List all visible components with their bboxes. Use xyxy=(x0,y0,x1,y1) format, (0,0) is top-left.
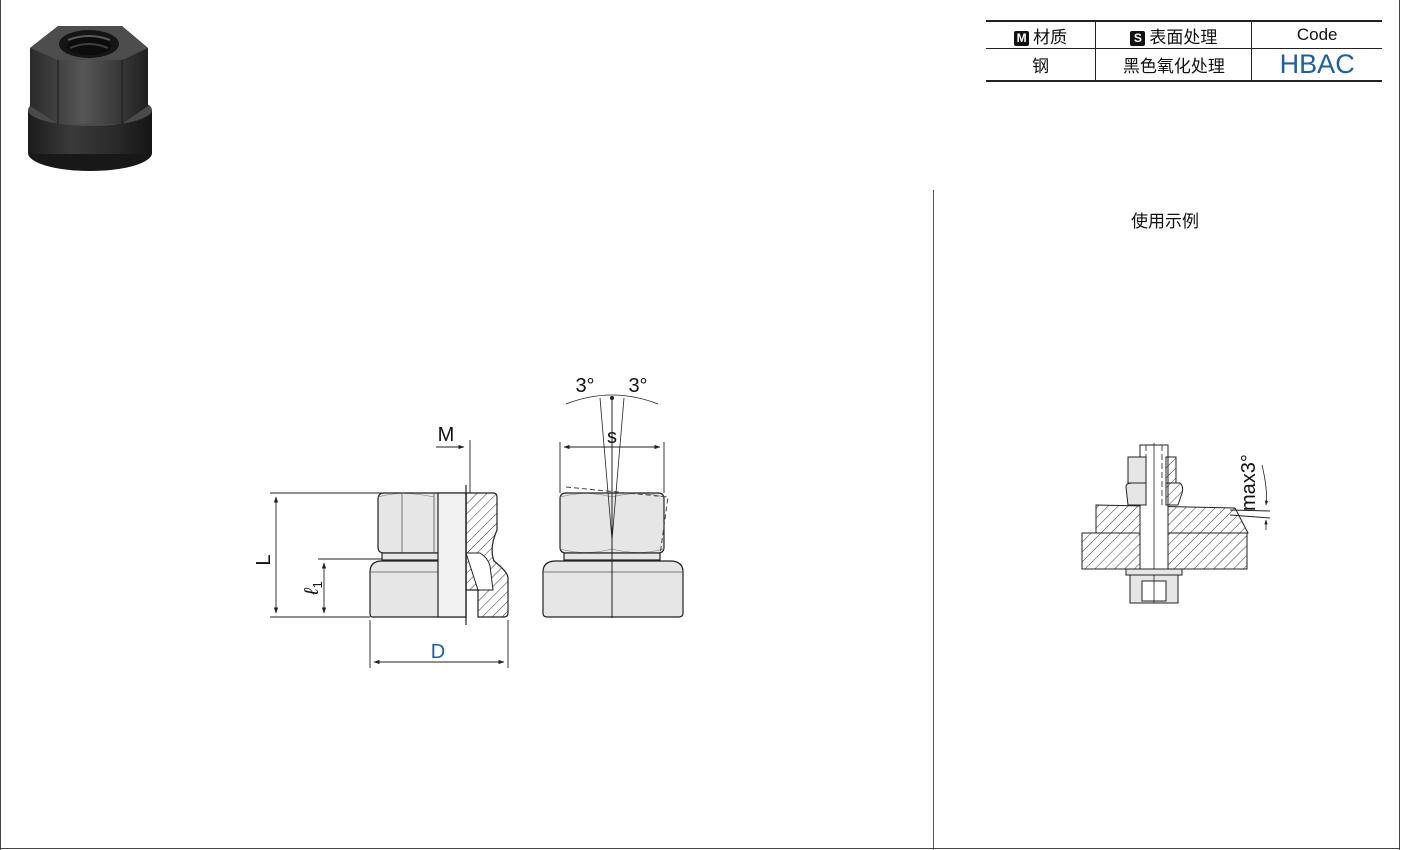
dimension-lines xyxy=(270,440,665,668)
code-value: HBAC xyxy=(1251,48,1382,82)
technical-drawing: L ℓ1 D M s 3° 3° xyxy=(253,375,684,668)
dim-label-l1-main: ℓ xyxy=(301,587,323,596)
code-value-text: HBAC xyxy=(1279,49,1355,79)
dim-label-l1: ℓ1 xyxy=(301,581,325,596)
dim-label-l1-sub: 1 xyxy=(310,581,325,588)
dim-label-L: L xyxy=(253,554,275,565)
material-value: 钢 xyxy=(986,48,1096,82)
nut-outside-view xyxy=(542,394,684,618)
usage-angle-label: max3° xyxy=(1238,454,1260,511)
material-header-label: 材质 xyxy=(1033,27,1068,47)
surface-value: 黑色氧化处理 xyxy=(1095,48,1252,82)
frame-bottom xyxy=(0,848,1400,849)
frame-left xyxy=(0,0,1,850)
usage-example-title: 使用示例 xyxy=(1131,212,1199,231)
code-header: Code xyxy=(1251,20,1382,49)
material-badge-icon: M xyxy=(1014,30,1030,46)
nut-half-section-view xyxy=(369,485,509,625)
product-photo xyxy=(28,26,152,171)
usage-example-drawing: max3° xyxy=(1081,443,1270,604)
dim-label-angle-left: 3° xyxy=(575,375,594,397)
frame-right xyxy=(1399,0,1400,850)
surface-badge-icon: S xyxy=(1130,30,1146,46)
dim-label-angle-right: 3° xyxy=(628,375,647,397)
surface-header-label: 表面处理 xyxy=(1149,27,1218,47)
section-divider xyxy=(933,190,934,850)
dim-label-M: M xyxy=(438,424,455,446)
dim-label-s: s xyxy=(607,426,617,448)
spec-table-value-row: 钢 黑色氧化处理 HBAC xyxy=(986,48,1382,82)
dim-label-D: D xyxy=(431,641,445,663)
